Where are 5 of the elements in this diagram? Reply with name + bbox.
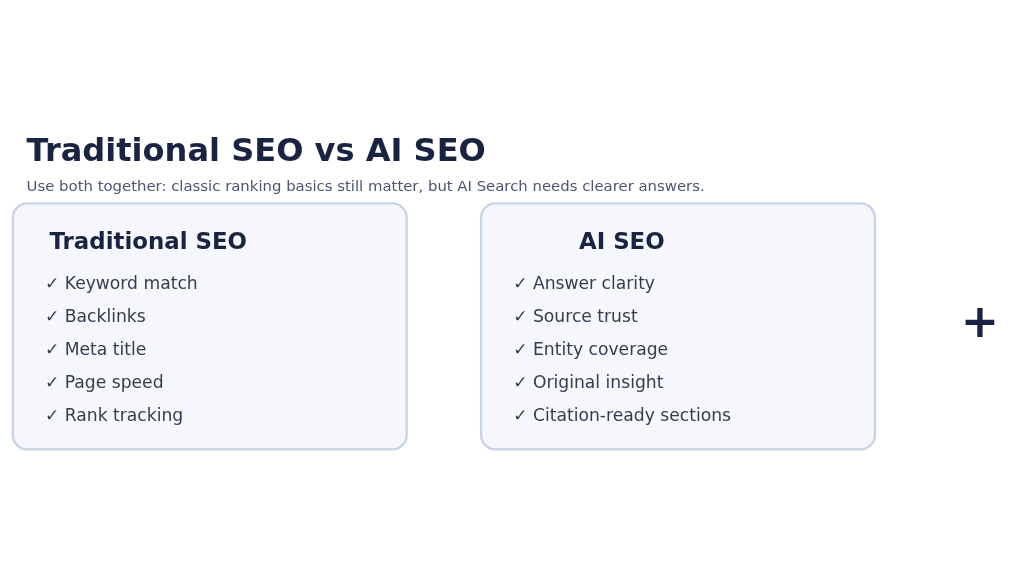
node-box: Traditional SEO ✓ Keyword match ✓ Backlinks ✓ Meta title ✓ Page speed ✓ Rank tracking xyxy=(11,202,408,451)
label: + xyxy=(960,293,1000,348)
diagram-title: Traditional SEO vs AI SEO xyxy=(26,130,486,169)
node-box: AI SEO ✓ Answer clarity ✓ Source trust ✓ Entity coverage ✓ Original insight ✓ Citation-ready sections xyxy=(479,202,877,451)
caption: Use both together: classic ranking basics still matter, but AI Search needs clearer answers. xyxy=(26,176,705,195)
